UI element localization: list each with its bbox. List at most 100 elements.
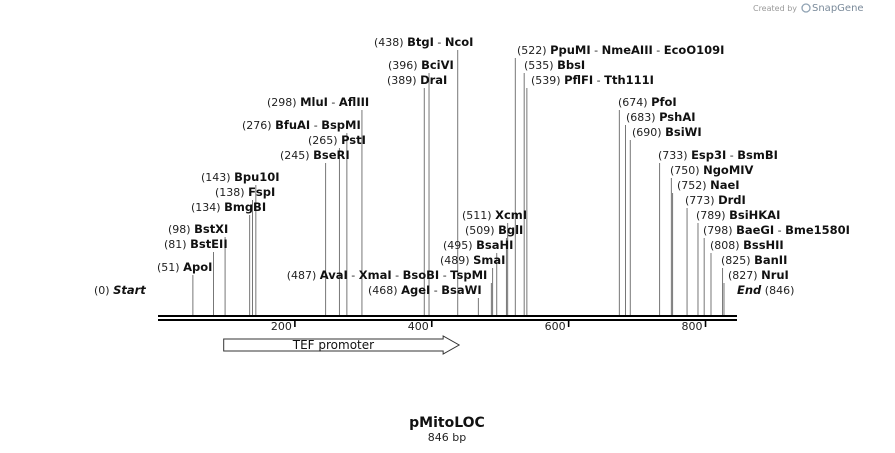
ruler-tick-label: 600 — [545, 320, 566, 333]
enzyme-name: Bme1580I — [785, 223, 850, 237]
snapgene-logo-icon — [801, 3, 811, 13]
enzyme-name: NcoI — [445, 35, 474, 49]
restriction-site-label: (438) BtgI - NcoI — [374, 35, 473, 49]
enzyme-name: BaeGI — [736, 223, 774, 237]
site-position: (674) — [618, 96, 651, 109]
enzyme-name: BspMI — [321, 118, 361, 132]
enzyme-name: BssHII — [743, 238, 784, 252]
enzyme-name: BsaHI — [476, 238, 513, 252]
enzyme-name: TspMI — [450, 268, 487, 282]
restriction-site-label: (468) AgeI - BsaWI — [368, 283, 482, 297]
enzyme-name: BanII — [754, 253, 787, 267]
enzyme-name: PpuMI — [550, 43, 591, 57]
site-position: (276) — [242, 119, 275, 132]
enzyme-name: BstXI — [194, 222, 228, 236]
enzyme-name: Tth111I — [604, 73, 654, 87]
start-marker-label: (0) Start — [94, 283, 146, 297]
enzyme-name: MluI — [300, 95, 328, 109]
site-position: (51) — [157, 261, 183, 274]
enzyme-name: BsiWI — [665, 125, 702, 139]
restriction-site-label: (389) DraI — [387, 73, 447, 87]
site-position: (81) — [164, 238, 190, 251]
site-position: (389) — [387, 74, 420, 87]
enzyme-name: XmaI — [359, 268, 392, 282]
restriction-site-label: (511) XcmI — [462, 208, 527, 222]
site-separator: - — [392, 269, 403, 282]
site-position: (798) — [703, 224, 736, 237]
site-position: (750) — [670, 164, 703, 177]
enzyme-name: BsiHKAI — [729, 208, 780, 222]
restriction-site-label: (539) PflFI - Tth111I — [531, 73, 654, 87]
site-separator: - — [591, 44, 602, 57]
restriction-site-label: (750) NgoMIV — [670, 163, 754, 177]
enzyme-name: BfuAI — [275, 118, 310, 132]
enzyme-name: PshAI — [659, 110, 695, 124]
site-position: (438) — [374, 36, 407, 49]
restriction-site-label: (808) BssHII — [710, 238, 784, 252]
site-separator: - — [328, 96, 339, 109]
site-position: (733) — [658, 149, 691, 162]
feature-track: TEF promoter — [223, 335, 461, 355]
enzyme-name: BsaWI — [441, 283, 481, 297]
restriction-site-label: (495) BsaHI — [443, 238, 513, 252]
site-position: (808) — [710, 239, 743, 252]
site-position: (683) — [626, 111, 659, 124]
restriction-site-label: (789) BsiHKAI — [696, 208, 780, 222]
restriction-site-label: (51) ApoI — [157, 260, 212, 274]
enzyme-name: BbsI — [557, 58, 585, 72]
enzyme-name: AgeI — [401, 283, 430, 297]
feature-arrow — [223, 335, 461, 355]
site-leader-lines — [192, 50, 725, 315]
snapgene-credit: Created by SnapGene — [753, 3, 864, 14]
enzyme-name: NruI — [761, 268, 789, 282]
end-marker-label: End (846) — [737, 283, 794, 297]
site-separator: - — [653, 44, 664, 57]
site-position: (134) — [191, 201, 224, 214]
enzyme-name: Esp3I — [691, 148, 726, 162]
site-position: (487) — [287, 269, 320, 282]
site-position: (495) — [443, 239, 476, 252]
site-position: (396) — [388, 59, 421, 72]
enzyme-name: PflFI — [564, 73, 593, 87]
enzyme-name: EcoO109I — [664, 43, 725, 57]
restriction-site-label: (674) PfoI — [618, 95, 677, 109]
site-separator: - — [593, 74, 604, 87]
enzyme-name: XcmI — [495, 208, 527, 222]
enzyme-name: BmgBI — [224, 200, 266, 214]
feature-label: TEF promoter — [292, 338, 374, 352]
site-position: (752) — [677, 179, 710, 192]
site-position: (511) — [462, 209, 495, 222]
map-title: pMitoLOC — [409, 415, 485, 431]
restriction-site-label: (825) BanII — [721, 253, 787, 267]
site-position: (773) — [685, 194, 718, 207]
site-separator: - — [430, 284, 441, 297]
restriction-site-label: (143) Bpu10I — [201, 170, 280, 184]
enzyme-name: BsoBI — [403, 268, 440, 282]
site-position: (138) — [215, 186, 248, 199]
restriction-site-label: (683) PshAI — [626, 110, 696, 124]
restriction-site-label: (134) BmgBI — [191, 200, 266, 214]
restriction-site-label: (396) BciVI — [388, 58, 454, 72]
restriction-site-label: (522) PpuMI - NmeAIII - EcoO109I — [517, 43, 724, 57]
restriction-site-label: (265) PstI — [308, 133, 366, 147]
restriction-site-label: (245) BseRI — [280, 148, 350, 162]
enzyme-name: FspI — [248, 185, 275, 199]
enzyme-name: BciVI — [421, 58, 454, 72]
enzyme-name: PfoI — [651, 95, 677, 109]
enzyme-name: BtgI — [407, 35, 434, 49]
restriction-site-label: (489) SmaI — [440, 253, 505, 267]
site-position: (522) — [517, 44, 550, 57]
start-marker-name: Start — [113, 283, 146, 297]
site-separator: - — [439, 269, 450, 282]
enzyme-name: AflIII — [339, 95, 369, 109]
credit-brand: SnapGene — [812, 3, 864, 14]
site-position: (265) — [308, 134, 341, 147]
enzyme-name: DrdI — [718, 193, 746, 207]
site-position: (468) — [368, 284, 401, 297]
site-separator: - — [348, 269, 359, 282]
ruler-tick-label: 800 — [682, 320, 703, 333]
site-position: (827) — [728, 269, 761, 282]
